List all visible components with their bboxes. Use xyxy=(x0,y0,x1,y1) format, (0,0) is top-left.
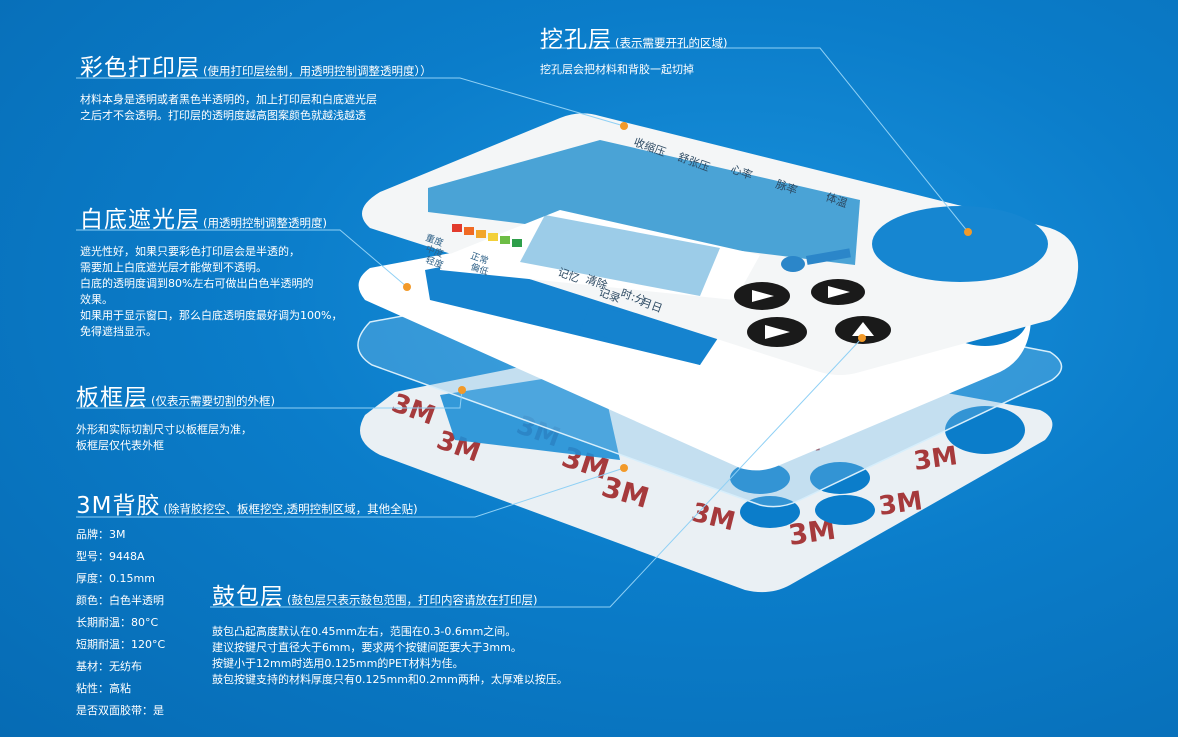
desc-line: 之后才不会透明。打印层的透明度越高图案颜色就越浅越透 xyxy=(80,109,366,122)
desc-line: 需要加上白底遮光层才能做到不透明。 xyxy=(80,261,267,274)
desc-line: 效果。 xyxy=(80,293,113,306)
leader-lines xyxy=(76,47,969,608)
frame-layer-heading: 板框层 xyxy=(76,385,148,411)
spec-item: 基材：无纺布 xyxy=(76,660,142,673)
desc-line: 如果用于显示窗口，那么白底透明度最好调为100%， xyxy=(80,309,343,322)
frame-layer-title: 板框层(仅表示需要切割的外框) xyxy=(76,378,275,412)
adhesive-layer-title: 3M背胶(除背胶挖空、板框挖空,透明控制区域，其他全贴) xyxy=(76,486,418,520)
desc-line: 材料本身是透明或者黑色半透明的，加上打印层和白底遮光层 xyxy=(80,93,377,106)
callout-dots xyxy=(403,122,972,472)
emboss-buttons xyxy=(734,279,891,347)
adhesive-layer-subtitle: (除背胶挖空、板框挖空,透明控制区域，其他全贴) xyxy=(163,502,418,516)
cutout-layer-desc: 挖孔层会把材料和背胶一起切掉 xyxy=(540,62,694,78)
print-layer-title: 彩色打印层(使用打印层绘制，用透明控制调整透明度）） xyxy=(80,48,432,82)
adhesive-layer-heading: 3M背胶 xyxy=(76,493,161,519)
white-layer-subtitle: (用透明控制调整透明度) xyxy=(203,216,327,230)
desc-line: 鼓包按键支持的材料厚度只有0.125mm和0.2mm两种，太厚难以按压。 xyxy=(212,673,568,686)
cutout-layer-heading: 挖孔层 xyxy=(540,27,612,53)
desc-line: 外形和实际切割尺寸以板框层为准， xyxy=(76,423,252,436)
spec-item: 短期耐温：120°C xyxy=(76,638,166,651)
adhesive-specs: 品牌：3M 型号：9448A 厚度：0.15mm 颜色：白色半透明 长期耐温：8… xyxy=(76,524,165,722)
desc-line: 建议按键尺寸直径大于6mm，要求两个按键间距要大于3mm。 xyxy=(212,641,522,654)
white-layer-title: 白底遮光层(用透明控制调整透明度) xyxy=(80,200,327,234)
cutout-layer-title: 挖孔层(表示需要开孔的区域) xyxy=(540,20,727,54)
spec-item: 厚度：0.15mm xyxy=(76,572,155,585)
print-layer-subtitle: (使用打印层绘制，用透明控制调整透明度）） xyxy=(203,64,432,78)
emboss-layer-title: 鼓包层(鼓包层只表示鼓包范围，打印内容请放在打印层) xyxy=(212,577,537,611)
spec-item: 粘性：高粘 xyxy=(76,682,131,695)
print-layer-heading: 彩色打印层 xyxy=(80,55,200,81)
spec-item: 品牌：3M xyxy=(76,528,126,541)
mark-3m: 3M xyxy=(877,486,925,522)
white-layer-desc: 遮光性好，如果只要彩色打印层会是半透的， 需要加上白底遮光层才能做到不透明。 白… xyxy=(80,244,342,340)
severity-legend: 重度 中度 轻度 正常 偏低 xyxy=(424,224,522,278)
print-layer-desc: 材料本身是透明或者黑色半透明的，加上打印层和白底遮光层 之后才不会透明。打印层的… xyxy=(80,92,377,124)
spec-item: 长期耐温：80°C xyxy=(76,616,159,629)
emboss-layer-heading: 鼓包层 xyxy=(212,584,284,610)
frame-layer-desc: 外形和实际切割尺寸以板框层为准， 板框层仅代表外框 xyxy=(76,422,252,454)
desc-line: 遮光性好，如果只要彩色打印层会是半透的， xyxy=(80,245,300,258)
spec-item: 型号：9448A xyxy=(76,550,145,563)
mark-3m: 3M xyxy=(912,441,960,477)
desc-line: 免得遮挡显示。 xyxy=(80,325,157,338)
desc-line: 鼓包凸起高度默认在0.45mm左右，范围在0.3-0.6mm之间。 xyxy=(212,625,517,638)
spec-item: 颜色：白色半透明 xyxy=(76,594,164,607)
print-layer-shape: 重度 中度 轻度 正常 偏低 收缩压 舒张压 心率 脉率 体温 记忆 清除 记录… xyxy=(362,113,1079,375)
emboss-layer-subtitle: (鼓包层只表示鼓包范围，打印内容请放在打印层) xyxy=(287,593,538,607)
cutout-layer-subtitle: (表示需要开孔的区域) xyxy=(615,36,728,50)
frame-layer-subtitle: (仅表示需要切割的外框) xyxy=(151,394,275,408)
emboss-layer-desc: 鼓包凸起高度默认在0.45mm左右，范围在0.3-0.6mm之间。 建议按键尺寸… xyxy=(212,624,568,688)
desc-line: 按键小于12mm时选用0.125mm的PET材料为佳。 xyxy=(212,657,464,670)
white-layer-heading: 白底遮光层 xyxy=(80,207,200,233)
desc-line: 板框层仅代表外框 xyxy=(76,439,164,452)
desc-line: 白底的透明度调到80%左右可做出白色半透明的 xyxy=(80,277,314,290)
spec-item: 是否双面胶带：是 xyxy=(76,704,164,717)
desc-line: 挖孔层会把材料和背胶一起切掉 xyxy=(540,63,694,76)
